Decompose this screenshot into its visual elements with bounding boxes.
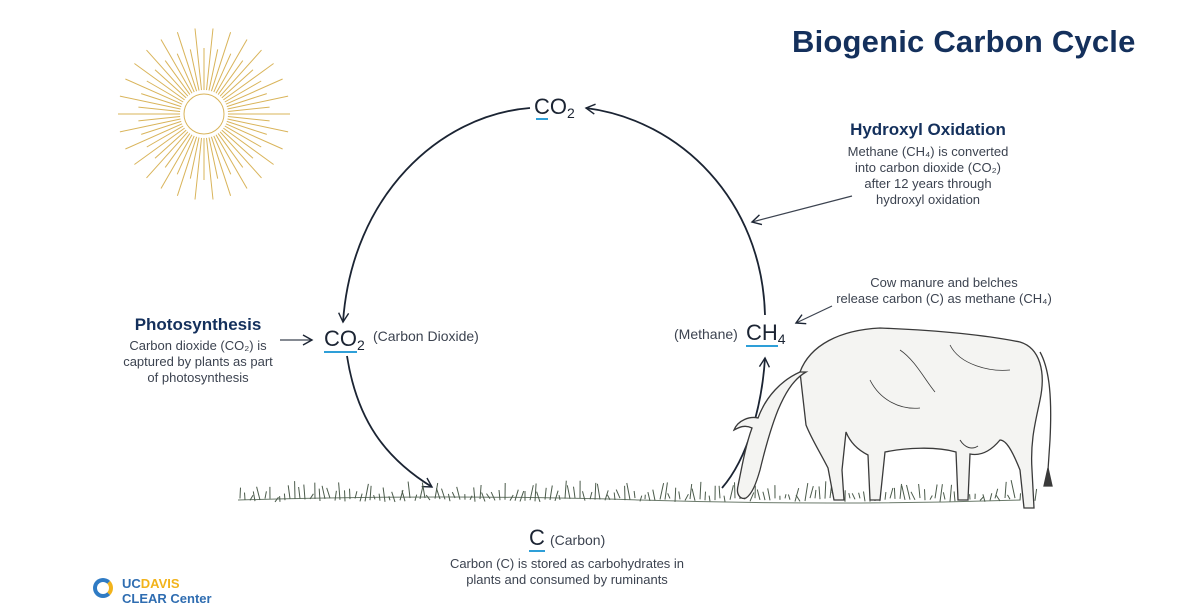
grass-illustration	[237, 479, 1038, 504]
arrow-co2-left-to-carbon	[346, 355, 434, 488]
arrow-co2-top-to-left	[338, 107, 531, 324]
arrow-hydroxyl-pointer	[750, 195, 853, 226]
co2-left-subscript: 2	[357, 337, 365, 353]
arrow-methane-to-co2-top	[584, 103, 766, 316]
logo-ucdavis: UCDAVIS	[122, 576, 180, 591]
page-title: Biogenic Carbon Cycle	[792, 24, 1136, 59]
hydroxyl-block: Hydroxyl Oxidation Methane (CH₄) is conv…	[828, 120, 1028, 208]
co2-left-node: CO2	[324, 326, 365, 353]
co2-left-label: (Carbon Dioxide)	[373, 328, 479, 344]
arrow-cow-note-pointer	[794, 305, 833, 325]
carbon-label: (Carbon)	[550, 532, 606, 548]
logo-davis-text: DAVIS	[140, 576, 180, 591]
sun-icon	[118, 28, 290, 200]
methane-label: (Methane)	[674, 326, 738, 342]
ch4-node: CH4	[746, 320, 786, 347]
hydroxyl-heading: Hydroxyl Oxidation	[850, 120, 1006, 139]
photosynthesis-block: Photosynthesis Carbon dioxide (CO₂) is c…	[105, 315, 291, 386]
co2-left-element: CO	[324, 326, 357, 353]
co2-top-node: CO2	[534, 94, 575, 121]
ch4-element: CH	[746, 320, 778, 347]
carbon-node: C	[529, 525, 545, 552]
cow-illustration	[732, 327, 1053, 509]
co2-top-element: CO	[534, 94, 567, 119]
photosynthesis-heading: Photosynthesis	[134, 315, 262, 334]
carbon-element: C	[529, 525, 545, 552]
ch4-subscript: 4	[777, 331, 786, 347]
logo-uc-text: UC	[122, 576, 141, 591]
photosynthesis-description: Carbon dioxide (CO₂) is captured by plan…	[123, 338, 273, 385]
uc-davis-logo-icon	[93, 578, 113, 598]
logo-clear-center: CLEAR Center	[122, 591, 212, 606]
hydroxyl-description: Methane (CH₄) is converted into carbon d…	[847, 144, 1009, 207]
co2-top-subscript: 2	[567, 105, 575, 121]
carbon-note: Carbon (C) is stored as carbohydrates in…	[449, 556, 685, 587]
cow-note: Cow manure and belches release carbon (C…	[836, 275, 1052, 306]
